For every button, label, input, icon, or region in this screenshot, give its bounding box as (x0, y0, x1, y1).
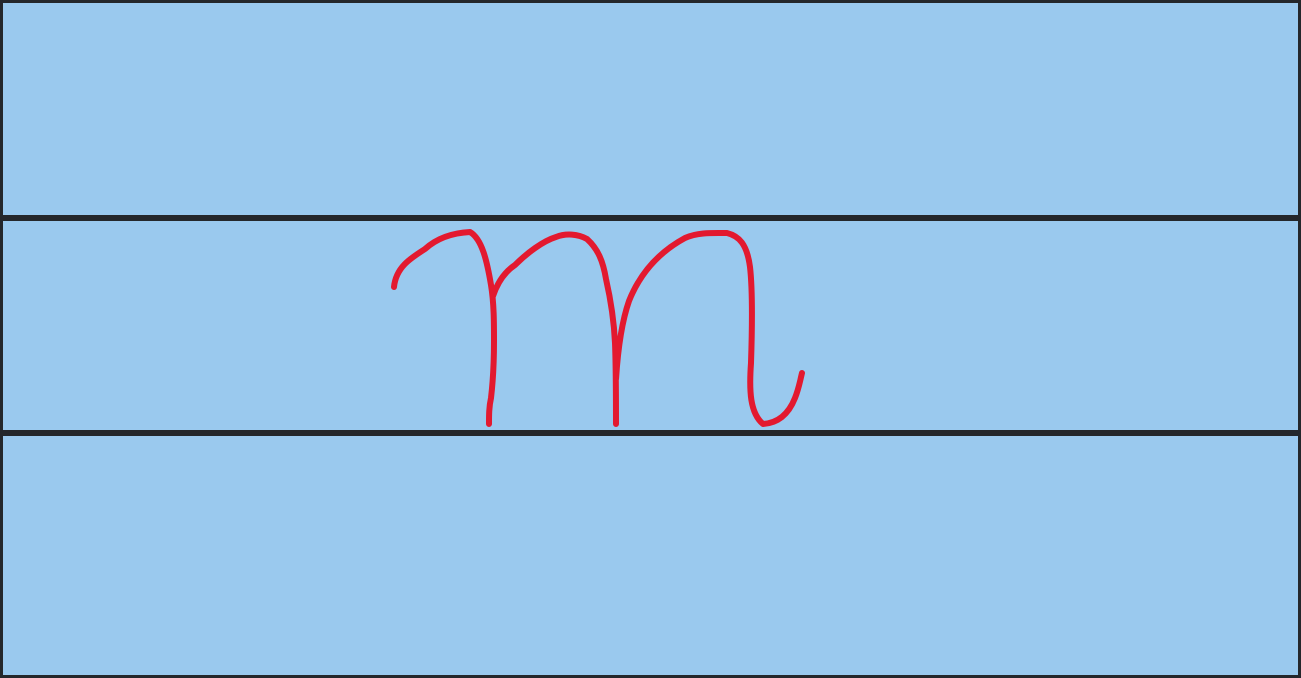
board-background (3, 3, 1298, 675)
writing-canvas (3, 3, 1298, 675)
handwritten-letter-m (391, 229, 805, 427)
